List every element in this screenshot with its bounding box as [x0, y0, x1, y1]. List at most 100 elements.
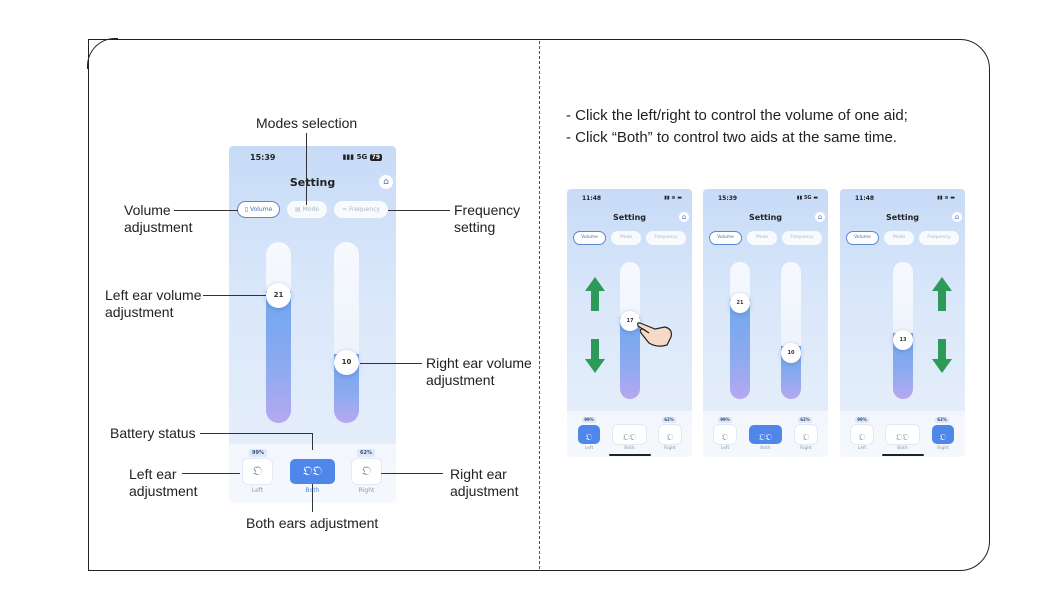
right-volume-value: 10 — [341, 358, 352, 366]
volume-value: 13 — [899, 337, 907, 343]
left-volume-slider[interactable] — [730, 262, 750, 399]
both-ears-button[interactable]: 𝔒𝔒 — [290, 459, 335, 484]
volume-value: 17 — [626, 318, 634, 324]
right-ear-button[interactable]: 𝔒 — [352, 459, 381, 484]
both-ears-button[interactable]: 𝔒𝔒 — [749, 425, 782, 444]
tab-frequency[interactable]: Frequency — [646, 231, 686, 245]
right-battery-badge: 62% — [798, 417, 812, 423]
ear-icon: 𝔒 — [361, 464, 372, 479]
tab-mode[interactable]: ▤ Mode — [287, 201, 327, 218]
ear-icon: 𝔒𝔒 — [758, 433, 773, 443]
left-ear-button[interactable]: 𝔒 — [578, 425, 600, 444]
volume-fill — [893, 333, 913, 399]
page-title: Setting — [289, 176, 336, 189]
both-ears-button[interactable]: 𝔒𝔒 — [613, 425, 646, 444]
right-volume-slider[interactable] — [334, 242, 359, 423]
left-battery-badge: 99% — [718, 417, 732, 423]
tab-mode[interactable]: Mode — [747, 231, 777, 245]
right-ear-button[interactable]: 𝔒 — [795, 425, 817, 444]
left-ear-button[interactable]: 𝔒 — [851, 425, 873, 444]
volume-knob[interactable]: 13 — [893, 330, 913, 350]
callout-frequency-line2: setting — [454, 219, 496, 235]
right-ear-label: Right — [800, 446, 812, 451]
left-volume-fill — [266, 291, 291, 423]
callout-left-volume-line2: adjustment — [105, 304, 174, 320]
outer-frame — [87, 38, 990, 571]
tab-frequency-label: Frequency — [348, 206, 380, 213]
home-icon[interactable]: ⌂ — [815, 212, 825, 222]
left-volume-knob[interactable]: 21 — [730, 293, 750, 313]
ear-icon: 𝔒 — [858, 433, 866, 443]
left-ear-label: Left — [251, 487, 264, 494]
up-down-arrow-icon — [932, 277, 952, 373]
tab-volume[interactable]: ▯ Volume — [237, 201, 280, 218]
left-ear-label: Left — [584, 446, 594, 451]
connector-line — [174, 210, 238, 211]
both-ears-button[interactable]: 𝔒𝔒 — [886, 425, 919, 444]
right-battery-badge: 62% — [935, 417, 949, 423]
right-volume-slider[interactable] — [781, 262, 801, 399]
tab-mode[interactable]: Mode — [611, 231, 641, 245]
right-volume-value: 10 — [787, 350, 795, 356]
right-volume-knob[interactable]: 10 — [334, 350, 359, 375]
right-ear-label: Right — [358, 487, 375, 494]
tab-frequency-label: Frequency — [927, 235, 951, 240]
page-title: Setting — [613, 213, 646, 222]
status-icons: ▮▮▮ 5G 79 — [343, 153, 382, 161]
right-ear-button[interactable]: 𝔒 — [659, 425, 681, 444]
page-title: Setting — [749, 213, 782, 222]
tab-volume-label: Volume — [854, 235, 871, 240]
left-ear-button[interactable]: 𝔒 — [243, 459, 272, 484]
left-volume-knob[interactable]: 21 — [266, 283, 291, 308]
status-bar: 15:39 ▮▮▮ 5G 79 — [229, 146, 396, 166]
status-time: 11:48 — [855, 195, 875, 202]
tab-frequency[interactable]: ≈ Frequency — [334, 201, 388, 218]
callout-right-ear-line2: adjustment — [450, 483, 519, 499]
callout-right-ear-line1: Right ear — [450, 466, 507, 482]
tab-frequency-label: Frequency — [790, 235, 814, 240]
tab-frequency[interactable]: Frequency — [782, 231, 822, 245]
tab-mode[interactable]: Mode — [884, 231, 914, 245]
ear-icon: 𝔒 — [802, 433, 810, 443]
left-ear-label: Left — [720, 446, 730, 451]
tab-frequency-label: Frequency — [654, 235, 678, 240]
tab-frequency[interactable]: Frequency — [919, 231, 959, 245]
tab-mode-label: Mode — [619, 235, 633, 240]
left-volume-slider[interactable] — [266, 242, 291, 423]
callout-left-ear-line1: Left ear — [129, 466, 177, 482]
network-label: 5G — [356, 153, 368, 161]
left-ear-label: Left — [857, 446, 867, 451]
home-icon[interactable]: ⌂ — [679, 212, 689, 222]
home-icon[interactable]: ⌂ — [952, 212, 962, 222]
right-battery-badge: 62% — [662, 417, 676, 423]
tab-volume-label: Volume — [249, 206, 273, 213]
callout-right-volume-line1: Right ear volume — [426, 355, 532, 371]
right-volume-knob[interactable]: 10 — [781, 343, 801, 363]
phone-left-selected: 11:48 ▮▮ ≋ ▬ Setting ⌂ Volume Mode Frequ… — [567, 189, 692, 457]
callout-modes: Modes selection — [256, 115, 358, 131]
tab-volume-label: Volume — [717, 235, 734, 240]
connector-line — [381, 473, 443, 474]
tab-volume[interactable]: Volume — [709, 231, 742, 245]
left-ear-button[interactable]: 𝔒 — [714, 425, 736, 444]
connector-line — [312, 484, 313, 512]
both-ears-label: Both — [624, 446, 635, 451]
callout-frequency-line1: Frequency — [454, 202, 521, 218]
right-ear-button[interactable]: 𝔒 — [932, 425, 954, 444]
tab-mode-label: Mode — [755, 235, 769, 240]
right-ear-label: Right — [937, 446, 949, 451]
ear-icon: 𝔒𝔒 — [622, 433, 637, 443]
tab-volume[interactable]: Volume — [573, 231, 606, 245]
ear-icon: 𝔒 — [721, 433, 729, 443]
tab-volume[interactable]: Volume — [846, 231, 879, 245]
left-volume-value: 21 — [273, 291, 284, 299]
home-icon[interactable]: ⌂ — [379, 175, 393, 189]
connector-line — [312, 433, 313, 450]
both-ears-label: Both — [760, 446, 771, 451]
volume-knob[interactable]: 17 — [620, 311, 640, 331]
